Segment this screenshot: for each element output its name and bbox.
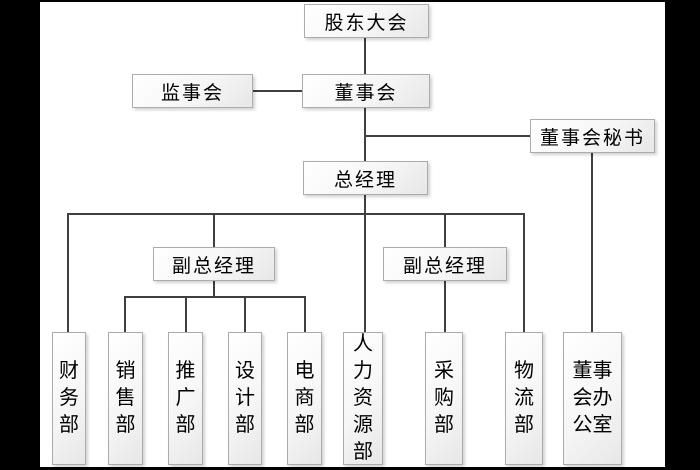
node-ecommerce-dept: 电 商 部 (287, 332, 322, 465)
connector-board-secretary (364, 135, 530, 137)
node-finance-dept: 财 务 部 (52, 332, 86, 465)
connector-supervisory-board (253, 90, 302, 92)
connector-mainbus-dgm1 (213, 213, 215, 247)
connector-gm-mainbus (364, 195, 366, 214)
connector-mainbus-hr (364, 213, 366, 332)
connector-dgm2-purchasing (444, 281, 446, 332)
node-purchasing-dept: 采 购 部 (425, 332, 463, 465)
node-board-office: 董事 会办 公室 (563, 332, 622, 465)
node-deputy-gm-1: 副总经理 (153, 247, 275, 281)
node-design-dept: 设 计 部 (228, 332, 262, 465)
connector-secretary-boardoffice (591, 153, 593, 332)
connector-board-gm (364, 108, 366, 161)
connector-subbus-design (244, 296, 246, 332)
node-promotion-dept: 推 广 部 (168, 332, 203, 465)
node-shareholders-meeting: 股东大会 (304, 4, 429, 38)
node-logistics-dept: 物 流 部 (505, 332, 543, 465)
node-hr-dept: 人 力 资 源 部 (343, 332, 383, 465)
node-deputy-gm-2: 副总经理 (383, 247, 507, 281)
node-supervisory-board: 监事会 (132, 74, 253, 108)
node-general-manager: 总经理 (303, 161, 428, 195)
connector-subbus-sales (124, 296, 126, 332)
main-distribution-line (67, 213, 525, 215)
connector-shareholders-board (364, 38, 366, 74)
connector-subbus-ecommerce (304, 296, 306, 332)
connector-mainbus-logistics (523, 213, 525, 332)
node-sales-dept: 销 售 部 (108, 332, 143, 465)
node-board-secretary: 董事会秘书 (530, 119, 655, 153)
connector-mainbus-finance (67, 213, 69, 332)
connector-mainbus-dgm2 (444, 213, 446, 247)
node-board-of-directors: 董事会 (302, 74, 430, 108)
connector-dgm1-subbus (213, 281, 215, 297)
sub-distribution-line (124, 296, 306, 298)
connector-subbus-promotion (185, 296, 187, 332)
